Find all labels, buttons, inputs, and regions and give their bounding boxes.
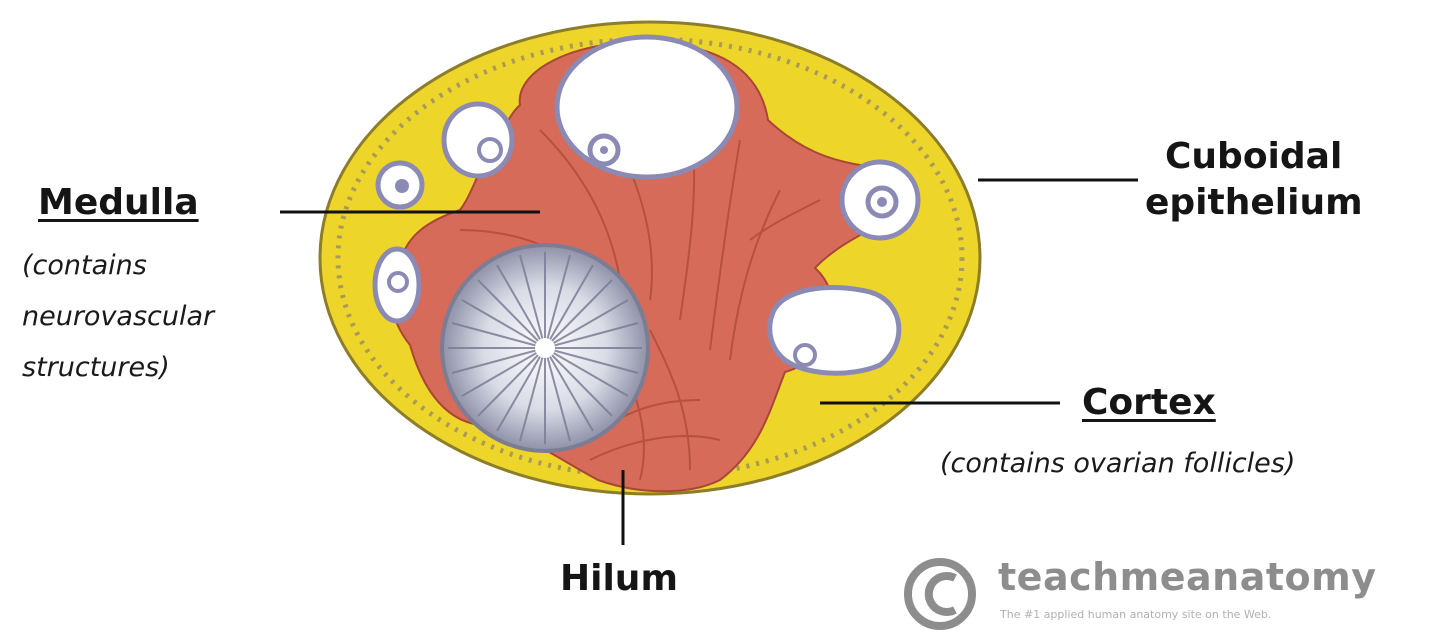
- hilum-title: Hilum: [560, 558, 678, 599]
- corpus-center: [535, 338, 555, 358]
- corpus-striations: [448, 252, 642, 444]
- cuboidal-title-line-2: epithelium: [1145, 182, 1363, 223]
- watermark-name: teachmeanatomy: [998, 555, 1377, 599]
- follicle-top-left: [441, 101, 515, 179]
- oocyte-nucleus: [600, 146, 608, 154]
- cortex-title: Cortex: [1082, 382, 1216, 423]
- cortex-note: (contains ovarian follicles): [940, 448, 1296, 479]
- cuboidal-title-line-1: Cuboidal: [1165, 136, 1343, 177]
- oocyte-nucleus: [877, 197, 887, 207]
- medulla-title: Medulla: [38, 182, 199, 223]
- follicle-right-lower: [767, 284, 902, 376]
- copyright-icon: [904, 558, 976, 630]
- oocyte: [395, 179, 409, 193]
- medulla-note-line-1: (contains: [22, 250, 147, 281]
- oocyte: [477, 137, 503, 163]
- antral-follicle-large: [554, 34, 740, 180]
- medulla-note: (contains neurovascular structures): [22, 240, 214, 393]
- medulla-note-line-3: structures): [22, 352, 170, 383]
- watermark-tagline: The #1 applied human anatomy site on the…: [1000, 608, 1272, 621]
- oocyte: [793, 343, 817, 367]
- medulla-note-line-2: neurovascular: [22, 301, 215, 332]
- medulla-fibres: [459, 109, 821, 481]
- cuboidal-epithelium-title: Cuboidal epithelium: [1145, 134, 1363, 226]
- oocyte: [387, 271, 409, 293]
